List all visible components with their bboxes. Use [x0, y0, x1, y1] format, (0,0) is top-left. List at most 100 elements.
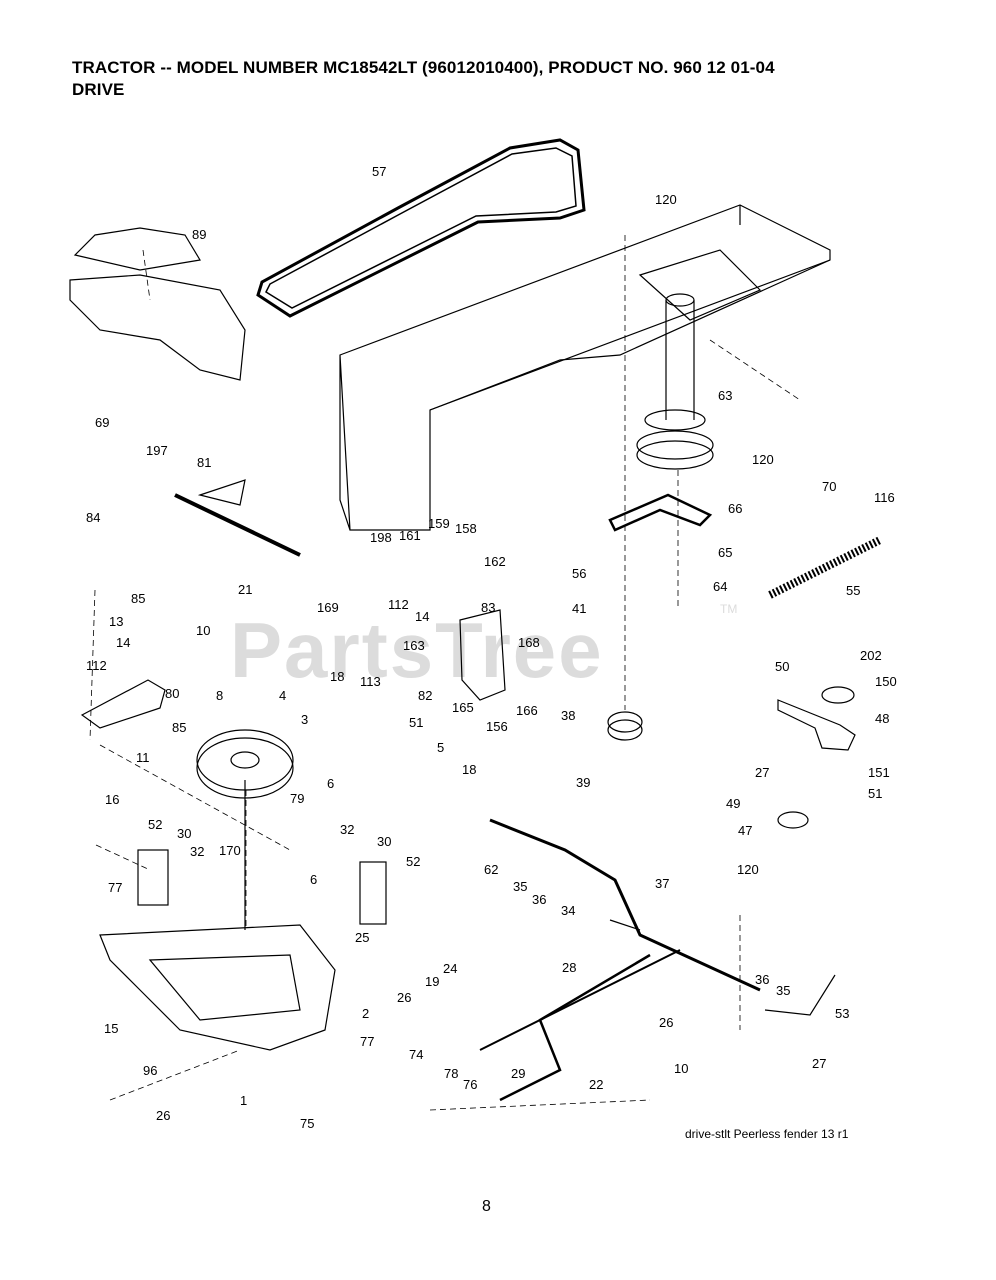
- callout-64: 64: [713, 579, 727, 594]
- callout-26: 26: [659, 1015, 673, 1030]
- watermark: PartsTree: [230, 606, 604, 694]
- callout-85: 85: [131, 591, 145, 606]
- callout-63: 63: [718, 388, 732, 403]
- callout-27: 27: [812, 1056, 826, 1071]
- callout-66: 66: [728, 501, 742, 516]
- callout-70: 70: [822, 479, 836, 494]
- callout-82: 82: [418, 688, 432, 703]
- callout-120: 120: [737, 862, 759, 877]
- callout-84: 84: [86, 510, 100, 525]
- callout-4: 4: [279, 688, 286, 703]
- belt-shape: [256, 138, 586, 318]
- callout-165: 165: [452, 700, 474, 715]
- callout-14: 14: [116, 635, 130, 650]
- callout-69: 69: [95, 415, 109, 430]
- callout-34: 34: [561, 903, 575, 918]
- callout-65: 65: [718, 545, 732, 560]
- callout-113: 113: [360, 674, 381, 689]
- callout-197: 197: [146, 443, 168, 458]
- callout-116: 116: [874, 490, 895, 505]
- callout-159: 159: [428, 516, 450, 531]
- callout-38: 38: [561, 708, 575, 723]
- callout-5: 5: [437, 740, 444, 755]
- callout-112: 112: [388, 597, 409, 612]
- callout-6: 6: [310, 872, 317, 887]
- callout-36: 36: [532, 892, 546, 907]
- callout-83: 83: [481, 600, 495, 615]
- diagram-caption: drive-stlt Peerless fender 13 r1: [685, 1127, 849, 1141]
- callout-75: 75: [300, 1116, 314, 1131]
- callout-52: 52: [148, 817, 162, 832]
- callout-198: 198: [370, 530, 392, 545]
- callout-151: 151: [868, 765, 890, 780]
- callout-32: 32: [190, 844, 204, 859]
- callout-74: 74: [409, 1047, 423, 1062]
- callout-48: 48: [875, 711, 889, 726]
- callout-158: 158: [455, 521, 477, 536]
- diagram-artwork: [69, 138, 882, 1111]
- callout-76: 76: [463, 1077, 477, 1092]
- callout-77: 77: [360, 1034, 374, 1049]
- callout-51: 51: [868, 786, 882, 801]
- callout-163: 163: [403, 638, 425, 653]
- callout-27: 27: [755, 765, 769, 780]
- callout-32: 32: [340, 822, 354, 837]
- callout-57: 57: [372, 164, 386, 179]
- watermark-trademark: TM: [720, 602, 738, 616]
- callout-35: 35: [776, 983, 790, 998]
- callout-25: 25: [355, 930, 369, 945]
- callout-169: 169: [317, 600, 339, 615]
- callout-26: 26: [397, 990, 411, 1005]
- callout-162: 162: [484, 554, 506, 569]
- callout-2: 2: [362, 1006, 369, 1021]
- callout-15: 15: [104, 1021, 118, 1036]
- callout-52: 52: [406, 854, 420, 869]
- callout-170: 170: [219, 843, 241, 858]
- callout-16: 16: [105, 792, 119, 807]
- callout-62: 62: [484, 862, 498, 877]
- callout-10: 10: [196, 623, 210, 638]
- page-title: TRACTOR -- MODEL NUMBER MC18542LT (96012…: [72, 58, 775, 77]
- callout-1: 1: [240, 1093, 247, 1108]
- callout-89: 89: [192, 227, 206, 242]
- callout-112: 112: [86, 658, 107, 673]
- callout-166: 166: [516, 703, 538, 718]
- callout-161: 161: [399, 528, 421, 543]
- callout-30: 30: [177, 826, 191, 841]
- callout-85: 85: [172, 720, 186, 735]
- callout-39: 39: [576, 775, 590, 790]
- callout-3: 3: [301, 712, 308, 727]
- callout-53: 53: [835, 1006, 849, 1021]
- callout-202: 202: [860, 648, 882, 663]
- frame-shape: [339, 204, 831, 531]
- callout-14: 14: [415, 609, 429, 624]
- callout-13: 13: [109, 614, 123, 629]
- callout-156: 156: [486, 719, 508, 734]
- callout-35: 35: [513, 879, 527, 894]
- callout-11: 11: [136, 750, 150, 765]
- callout-120: 120: [752, 452, 774, 467]
- callout-10: 10: [674, 1061, 688, 1076]
- callout-18: 18: [462, 762, 476, 777]
- callout-19: 19: [425, 974, 439, 989]
- callout-81: 81: [197, 455, 211, 470]
- callout-37: 37: [655, 876, 669, 891]
- callout-41: 41: [572, 601, 586, 616]
- page-number: 8: [482, 1198, 491, 1215]
- callout-8: 8: [216, 688, 223, 703]
- callout-56: 56: [572, 566, 586, 581]
- callout-51: 51: [409, 715, 423, 730]
- callout-78: 78: [444, 1066, 458, 1081]
- callout-22: 22: [589, 1077, 603, 1092]
- callout-79: 79: [290, 791, 304, 806]
- callout-47: 47: [738, 823, 752, 838]
- callout-168: 168: [518, 635, 540, 650]
- callout-96: 96: [143, 1063, 157, 1078]
- callout-6: 6: [327, 776, 334, 791]
- fender-shape: [73, 227, 201, 271]
- transaxle-shape: [99, 924, 336, 1051]
- callout-24: 24: [443, 961, 457, 976]
- callout-77: 77: [108, 880, 122, 895]
